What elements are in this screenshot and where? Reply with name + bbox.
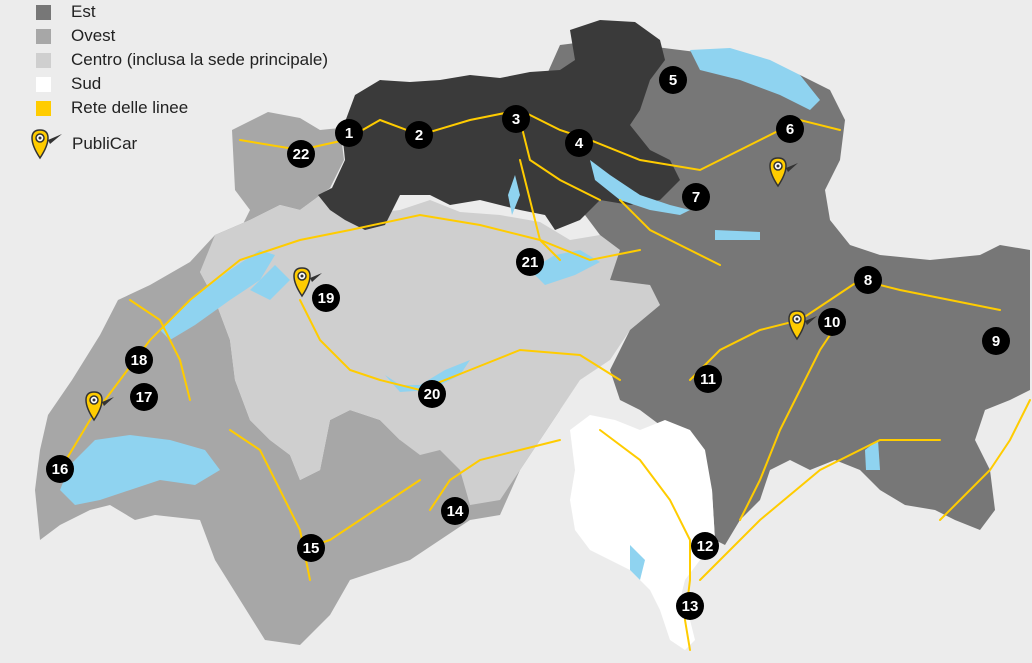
marker-label: 21 <box>522 254 539 271</box>
region-marker-11: 11 <box>694 365 722 393</box>
marker-label: 18 <box>131 352 148 369</box>
region-marker-22: 22 <box>287 140 315 168</box>
marker-circle <box>46 455 74 483</box>
marker-label: 13 <box>682 598 699 615</box>
region-marker-21: 21 <box>516 248 544 276</box>
marker-circle <box>854 266 882 294</box>
marker-circle <box>694 365 722 393</box>
marker-label: 7 <box>692 189 700 206</box>
publicar-pin-icon <box>293 267 322 298</box>
marker-label: 2 <box>415 127 423 144</box>
marker-label: 6 <box>786 121 794 138</box>
legend-label: PubliCar <box>72 134 138 153</box>
marker-label: 11 <box>700 371 716 388</box>
marker-label: 15 <box>303 540 320 557</box>
region-marker-18: 18 <box>125 346 153 374</box>
marker-circle <box>125 346 153 374</box>
legend-item-network: Rete delle linee <box>36 96 328 120</box>
publicar-pin-icon <box>85 391 114 422</box>
region-marker-2: 2 <box>405 121 433 149</box>
legend-swatch <box>36 100 51 116</box>
region-marker-20: 20 <box>418 380 446 408</box>
marker-label: 9 <box>992 333 1000 350</box>
region-marker-7: 7 <box>682 183 710 211</box>
legend-item-est: Est <box>36 0 328 24</box>
marker-circle <box>130 383 158 411</box>
marker-label: 20 <box>424 386 441 403</box>
region-marker-19: 19 <box>312 284 340 312</box>
marker-circle <box>287 140 315 168</box>
region-marker-6: 6 <box>776 115 804 143</box>
legend-label: Centro (inclusa la sede principale) <box>71 50 329 69</box>
marker-label: 1 <box>345 125 353 142</box>
legend-swatch <box>36 76 51 92</box>
legend-swatch <box>36 4 51 20</box>
legend-item-centro: Centro (inclusa la sede principale) <box>36 48 328 72</box>
region-ovest <box>35 112 560 645</box>
region-marker-9: 9 <box>982 327 1010 355</box>
marker-circle <box>691 532 719 560</box>
marker-circle <box>659 66 687 94</box>
region-sud <box>570 415 715 650</box>
marker-label: 8 <box>864 272 872 289</box>
region-marker-8: 8 <box>854 266 882 294</box>
legend: Est Ovest Centro (inclusa la sede princi… <box>36 0 328 120</box>
marker-circle <box>818 308 846 336</box>
marker-circle <box>312 284 340 312</box>
legend-label: Ovest <box>71 26 116 45</box>
legend-label: Sud <box>71 74 102 93</box>
region-marker-5: 5 <box>659 66 687 94</box>
legend-item-publicar: PubliCar <box>26 128 137 160</box>
region-marker-14: 14 <box>441 497 469 525</box>
marker-circle <box>297 534 325 562</box>
marker-label: 3 <box>512 111 520 128</box>
region-marker-1: 1 <box>335 119 363 147</box>
region-marker-12: 12 <box>691 532 719 560</box>
marker-circle <box>418 380 446 408</box>
marker-circle <box>776 115 804 143</box>
legend-swatch <box>36 28 51 44</box>
legend-swatch <box>36 52 51 68</box>
region-marker-16: 16 <box>46 455 74 483</box>
marker-label: 14 <box>447 503 464 520</box>
region-marker-10: 10 <box>818 308 846 336</box>
region-est-north <box>318 20 680 230</box>
marker-label: 16 <box>52 461 69 478</box>
region-marker-13: 13 <box>676 592 704 620</box>
marker-circle <box>982 327 1010 355</box>
marker-circle <box>405 121 433 149</box>
legend-item-ovest: Ovest <box>36 24 328 48</box>
marker-circle <box>441 497 469 525</box>
marker-label: 19 <box>318 290 335 307</box>
marker-label: 10 <box>824 314 841 331</box>
region-marker-4: 4 <box>565 129 593 157</box>
marker-circle <box>502 105 530 133</box>
marker-label: 12 <box>697 538 714 555</box>
marker-label: 4 <box>575 135 584 152</box>
marker-label: 5 <box>669 72 677 89</box>
marker-circle <box>335 119 363 147</box>
marker-circle <box>676 592 704 620</box>
publicar-pins <box>85 157 817 422</box>
legend-label: Est <box>71 2 96 21</box>
marker-circle <box>682 183 710 211</box>
marker-circle <box>516 248 544 276</box>
region-marker-17: 17 <box>130 383 158 411</box>
publicar-pin-icon <box>788 310 817 341</box>
region-marker-3: 3 <box>502 105 530 133</box>
marker-label: 17 <box>136 389 153 406</box>
publicar-pin-icon <box>769 157 798 188</box>
legend-item-sud: Sud <box>36 72 328 96</box>
publicar-pin-icon <box>31 129 62 160</box>
region-marker-15: 15 <box>297 534 325 562</box>
marker-circle <box>565 129 593 157</box>
marker-label: 22 <box>293 146 310 163</box>
legend-label: Rete delle linee <box>71 98 189 117</box>
